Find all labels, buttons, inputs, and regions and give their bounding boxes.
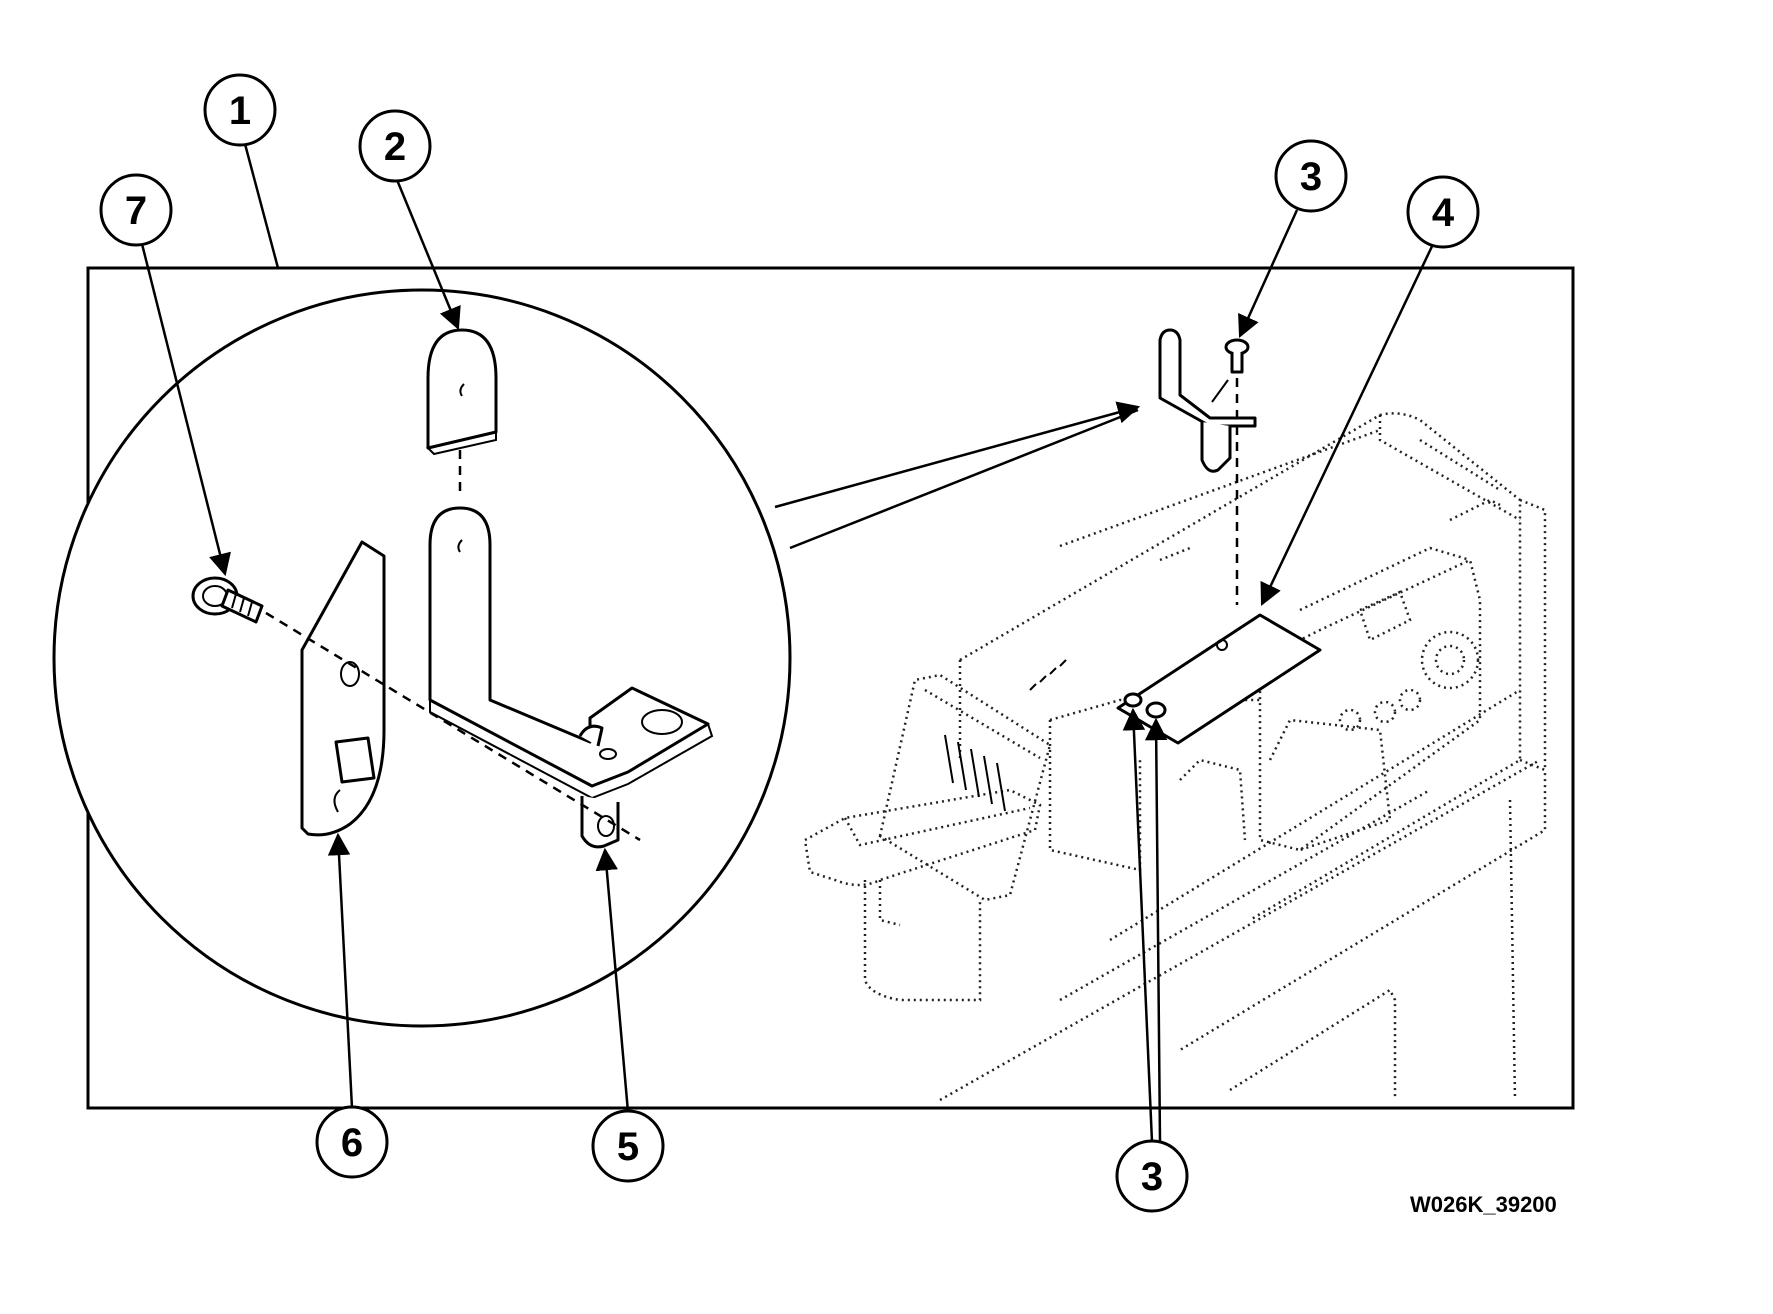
part-4-cover-plate (1116, 613, 1322, 745)
svg-text:6: 6 (341, 1121, 363, 1165)
exploded-small-screw (1224, 338, 1250, 374)
svg-text:4: 4 (1432, 191, 1455, 235)
part-6-side-plate (300, 540, 386, 837)
svg-text:1: 1 (229, 89, 251, 133)
svg-text:5: 5 (617, 1125, 639, 1169)
part-7-screw (191, 576, 264, 624)
exploded-small-bracket (1158, 328, 1257, 473)
part-5-l-bracket (428, 506, 714, 849)
figure-id-label: W026K_39200 (1410, 1192, 1557, 1217)
leader-lines (138, 143, 1437, 1143)
dashed-alignment-screw (265, 611, 641, 842)
detail-connector-lines (774, 401, 1141, 550)
svg-text:7: 7 (125, 189, 147, 233)
printer-assembly (803, 328, 1547, 1102)
callout-3-top: 3 (1274, 139, 1348, 213)
part-2-cap (426, 328, 498, 456)
callout-2: 2 (358, 109, 432, 183)
svg-text:3: 3 (1141, 1155, 1163, 1199)
callout-3-bottom: 3 (1115, 1139, 1189, 1213)
callout-4: 4 (1406, 175, 1480, 249)
detail-magnifier-circle (52, 288, 792, 1028)
callout-1: 1 (203, 73, 277, 147)
svg-text:2: 2 (384, 125, 406, 169)
callout-6: 6 (315, 1105, 389, 1179)
callout-5: 5 (591, 1109, 665, 1183)
callout-7: 7 (99, 173, 173, 247)
svg-text:3: 3 (1300, 155, 1322, 199)
